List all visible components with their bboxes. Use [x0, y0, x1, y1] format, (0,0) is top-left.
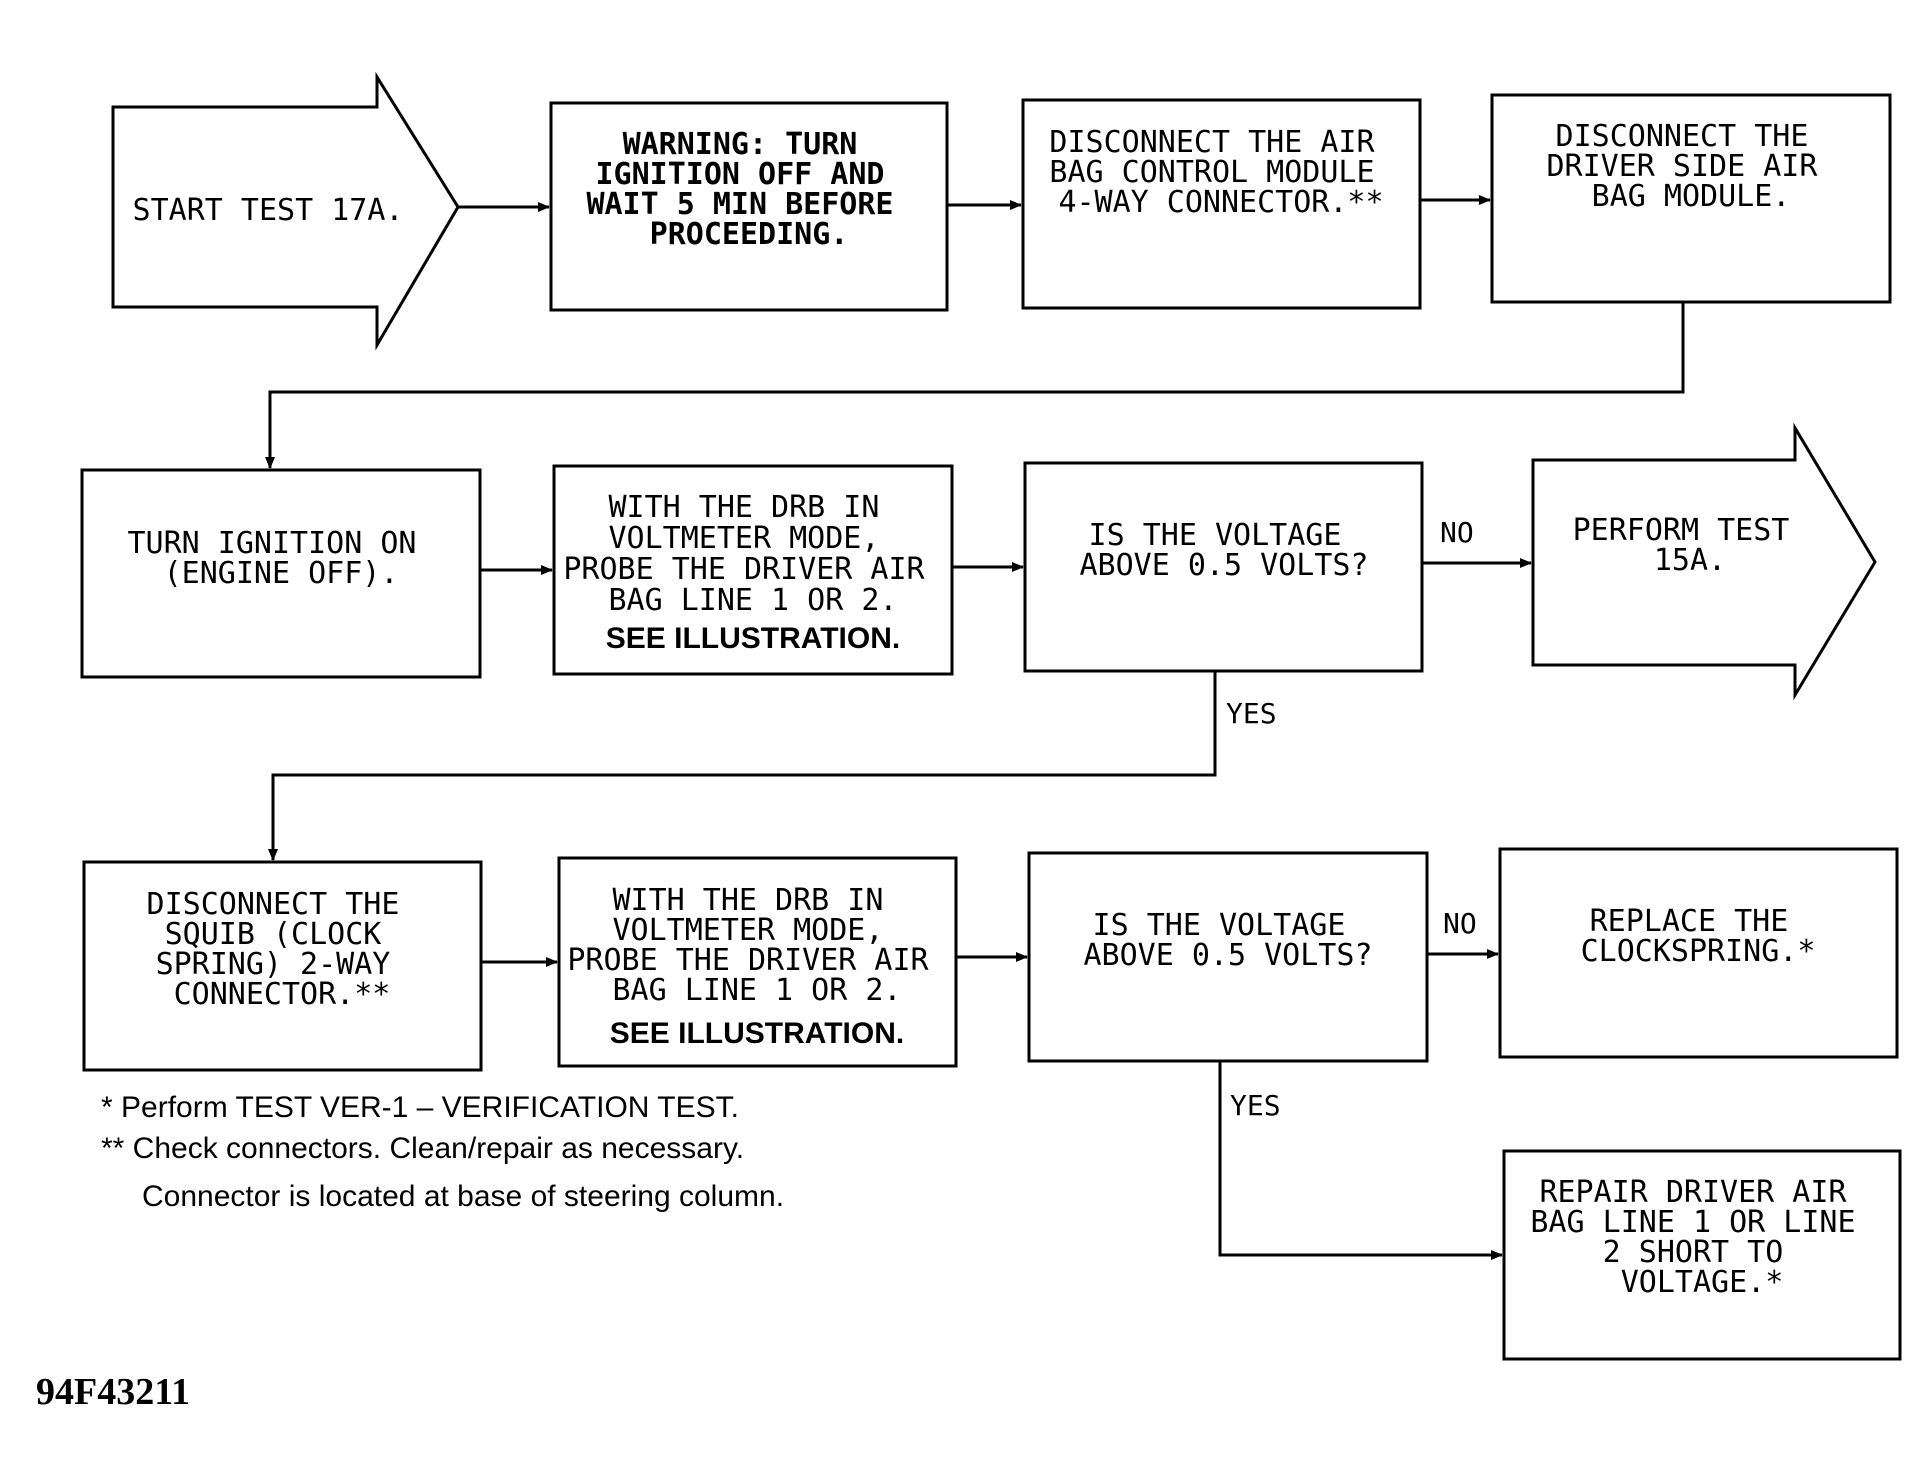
footnote-2: ** Check connectors. Clean/repair as nec… — [101, 1132, 744, 1165]
svg-text:TURN IGNITION ON (ENGINE: TURN IGNITION ON (ENGINE OFF). — [127, 526, 434, 591]
connector-driver-module-to-ignition — [265, 302, 1685, 469]
svg-text:WARNING: TURN IGNITION O: WARNING: TURN IGNITION OFF AND WAIT 5 MI… — [586, 127, 911, 252]
repair-line-line-1: REPAIR DRIVER AIR — [1539, 1175, 1847, 1210]
decision-1-no-label: NO — [1440, 516, 1474, 549]
decision-2-line-2: ABOVE 0.5 VOLTS? — [1084, 938, 1373, 973]
decision-2-line-1: IS THE VOLTAGE — [1093, 908, 1346, 943]
replace-clockspring-line-1: REPLACE THE — [1590, 904, 1789, 939]
replace-clockspring-box: REPLACE THE CLOCKSPRING.* — [1498, 847, 1899, 1059]
start-test-arrow: START TEST 17A. — [111, 71, 460, 351]
disconnect-acm-line-1: DISCONNECT THE AIR — [1049, 125, 1375, 160]
svg-text:WITH THE DRB IN VOLTMETE: WITH THE DRB IN VOLTMETER MODE, PROBE TH… — [567, 883, 946, 1008]
svg-text:PERFORM TEST 15A.: PERFORM TEST 15A. — [1573, 513, 1808, 578]
probe-1-line-4: BAG LINE 1 OR 2. — [609, 583, 898, 618]
replace-clockspring-line-2: CLOCKSPRING.* — [1581, 934, 1816, 969]
decision-2-no-label: NO — [1443, 907, 1477, 940]
decision-1-line-2: ABOVE 0.5 VOLTS? — [1080, 548, 1369, 583]
svg-text:DISCONNECT THE AIR BAG C: DISCONNECT THE AIR BAG CONTROL MODULE 4-… — [1049, 125, 1392, 220]
disconnect-squib-box: DISCONNECT THE SQUIB (CLOCK SPRING) 2-WA… — [82, 860, 483, 1072]
probe-1-see-illustration: SEE ILLUSTRATION. — [606, 622, 900, 655]
disconnect-driver-module-box: DISCONNECT THE DRIVER SIDE AIR BAG MODUL… — [1490, 93, 1892, 304]
disconnect-driver-module-line-3: BAG MODULE. — [1592, 179, 1791, 214]
svg-text:IS THE VOLTAGE ABOVE 0.5: IS THE VOLTAGE ABOVE 0.5 VOLTS? — [1084, 908, 1373, 973]
probe-2-line-3: PROBE THE DRIVER AIR — [567, 943, 929, 978]
svg-text:DISCONNECT THE DRIVER SI: DISCONNECT THE DRIVER SIDE AIR BAG MODUL… — [1547, 119, 1836, 214]
decision-2-yes-label: YES — [1230, 1089, 1281, 1122]
disconnect-driver-module-line-1: DISCONNECT THE — [1556, 119, 1809, 154]
ignition-on-line-2: (ENGINE OFF). — [164, 556, 399, 591]
warning-box: WARNING: TURN IGNITION OFF AND WAIT 5 MI… — [549, 101, 949, 312]
probe-2-see-illustration: SEE ILLUSTRATION. — [610, 1017, 904, 1050]
svg-text:IS THE VOLTAGE ABOVE 0.5: IS THE VOLTAGE ABOVE 0.5 VOLTS? — [1080, 518, 1369, 583]
probe-box-2: WITH THE DRB IN VOLTMETER MODE, PROBE TH… — [557, 856, 958, 1068]
repair-line-line-4: VOLTAGE.* — [1621, 1265, 1784, 1300]
svg-text:START TEST 17A.: START TEST 17A. — [133, 193, 404, 228]
repair-line-line-3: 2 SHORT TO — [1603, 1235, 1784, 1270]
probe-1-line-1: WITH THE DRB IN — [609, 490, 880, 525]
decision-box-2: IS THE VOLTAGE ABOVE 0.5 VOLTS? — [1027, 851, 1429, 1063]
repair-line-box: REPAIR DRIVER AIR BAG LINE 1 OR LINE 2 S… — [1502, 1149, 1902, 1361]
svg-text:REPAIR DRIVER AIR BAG LI: REPAIR DRIVER AIR BAG LINE 1 OR LINE 2 S… — [1530, 1175, 1873, 1300]
footnote-3: Connector is located at base of steering… — [142, 1180, 784, 1213]
probe-2-line-2: VOLTMETER MODE, — [613, 913, 884, 948]
start-text: START TEST 17A. — [133, 193, 404, 228]
warning-line-2: IGNITION OFF AND — [595, 157, 884, 192]
perform-15a-line-1: PERFORM TEST — [1573, 513, 1790, 548]
ignition-on-line-1: TURN IGNITION ON — [127, 526, 416, 561]
ignition-on-box: TURN IGNITION ON (ENGINE OFF). — [80, 468, 482, 679]
connector-decision-2-yes — [1218, 1061, 1503, 1260]
perform-15a-line-2: 15A. — [1654, 543, 1726, 578]
decision-1-yes-label: YES — [1226, 697, 1277, 730]
svg-text:REPLACE THE CLOCKSPRING.: REPLACE THE CLOCKSPRING.* — [1581, 904, 1816, 969]
disconnect-squib-line-2: SQUIB (CLOCK — [165, 917, 382, 952]
perform-test-15a-arrow: PERFORM TEST 15A. — [1531, 422, 1877, 701]
figure-id: 94F43211 — [36, 1371, 190, 1413]
footnote-1: * Perform TEST VER-1 – VERIFICATION TEST… — [101, 1091, 739, 1124]
disconnect-squib-line-4: CONNECTOR.** — [174, 977, 391, 1012]
probe-box-1: WITH THE DRB IN VOLTMETER MODE, PROBE TH… — [552, 464, 954, 676]
svg-text:WITH THE DRB IN VOLTMETE: WITH THE DRB IN VOLTMETER MODE, PROBE TH… — [563, 490, 942, 618]
decision-1-line-1: IS THE VOLTAGE — [1089, 518, 1342, 553]
warning-line-4: PROCEEDING. — [650, 217, 849, 252]
warning-line-3: WAIT 5 MIN BEFORE — [586, 187, 893, 222]
svg-text:DISCONNECT THE SQUIB (CL: DISCONNECT THE SQUIB (CLOCK SPRING) 2-WA… — [147, 887, 418, 1012]
connector-decision-1-yes — [268, 671, 1217, 861]
warning-line-1: WARNING: TURN — [623, 127, 858, 162]
probe-2-line-4: BAG LINE 1 OR 2. — [613, 973, 902, 1008]
probe-1-line-2: VOLTMETER MODE, — [609, 521, 880, 556]
probe-1-line-3: PROBE THE DRIVER AIR — [563, 552, 925, 587]
disconnect-acm-line-3: 4-WAY CONNECTOR.** — [1058, 185, 1383, 220]
disconnect-driver-module-line-2: DRIVER SIDE AIR — [1547, 149, 1819, 184]
disconnect-acm-box: DISCONNECT THE AIR BAG CONTROL MODULE 4-… — [1021, 98, 1422, 310]
disconnect-acm-line-2: BAG CONTROL MODULE — [1049, 155, 1374, 190]
disconnect-squib-line-1: DISCONNECT THE — [147, 887, 400, 922]
disconnect-squib-line-3: SPRING) 2-WAY — [156, 947, 391, 982]
decision-box-1: IS THE VOLTAGE ABOVE 0.5 VOLTS? — [1023, 461, 1424, 673]
probe-2-line-1: WITH THE DRB IN — [613, 883, 884, 918]
